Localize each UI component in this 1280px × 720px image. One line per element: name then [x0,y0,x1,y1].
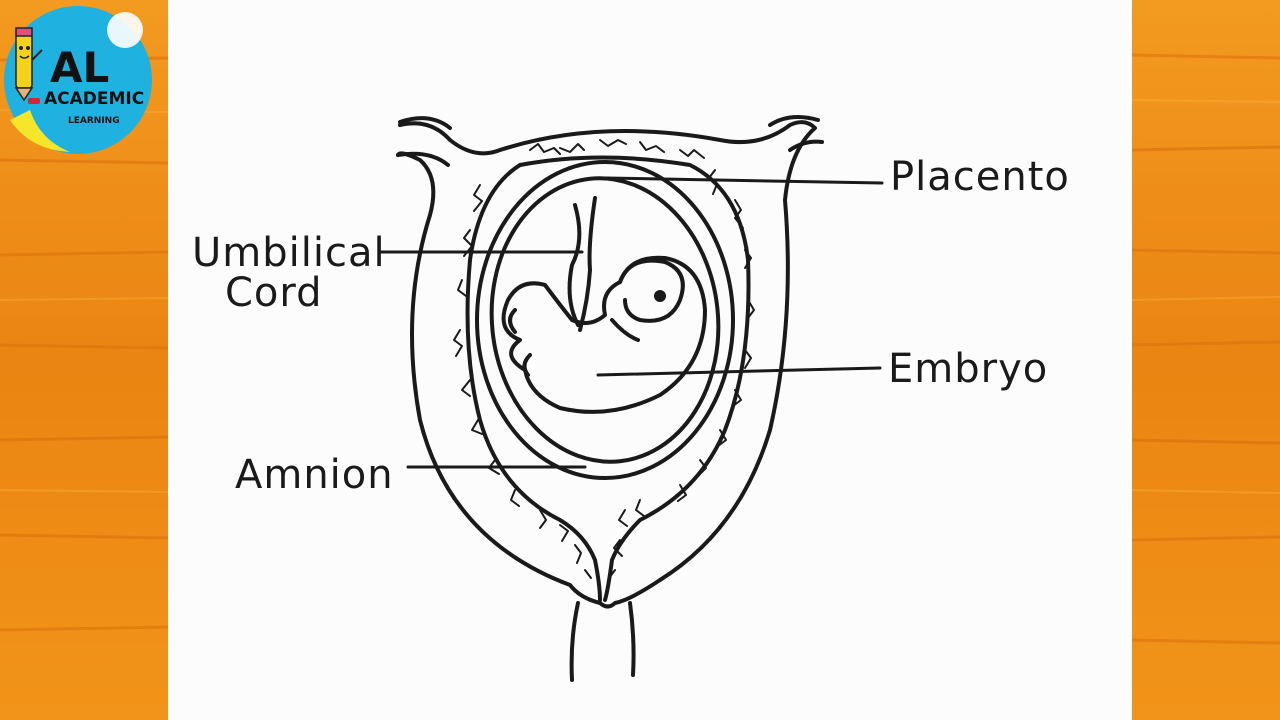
embryo-label: Embryo [888,346,1048,392]
embryo-limb-upper [508,308,517,334]
cervix-left [569,601,580,682]
left-tube-lower [396,151,450,167]
placenta-label: Placento [890,154,1070,200]
umbilical-label-line1: Umbilical [192,230,386,276]
embryo-body [501,255,707,414]
paper-sheet [168,0,1132,720]
left-tube-upper [398,116,452,130]
embryo-head [618,258,685,323]
logo-tagline: LEARNING [68,116,120,126]
right-tube-upper [768,114,820,127]
amnion-outer [475,160,735,480]
right-tube-lower [788,139,824,152]
amnion-label: Amnion [235,452,394,498]
umbilical-cord-drawing [567,196,597,332]
logo-initials: AL [50,43,109,92]
cervix-right [628,601,636,677]
decidua-boundary [465,155,751,602]
uterus-outer-wall [396,120,817,609]
amnion-inner [489,176,721,464]
academic-learning-logo: AL ACADEMIC LEARNING [4,6,152,154]
placenta-pointer-line [603,176,884,185]
umbilical-label-line2: Cord [225,270,323,316]
logo-name: ACADEMIC [44,89,144,109]
embryo-limb-lower [522,353,532,377]
embryo-arm [610,318,640,342]
pencil-mascot-icon [14,27,43,104]
embryo-eye [654,290,666,302]
decidua-texture [453,139,755,579]
embryo-pointer-line [596,366,882,377]
